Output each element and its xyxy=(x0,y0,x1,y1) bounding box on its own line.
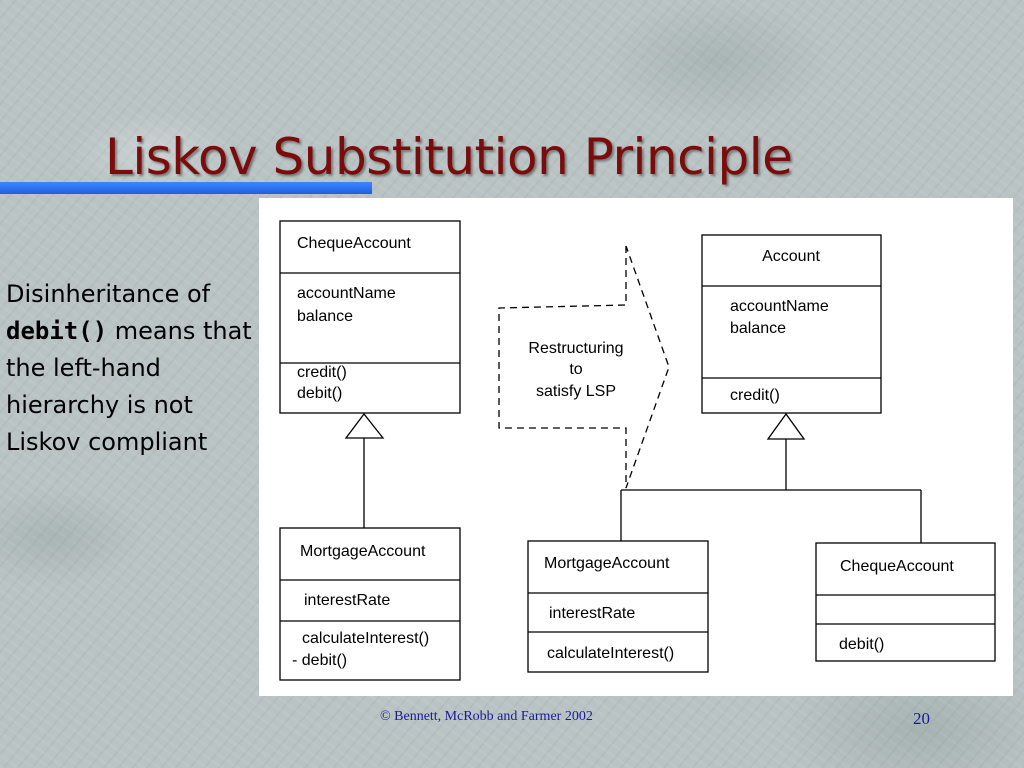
uml-diagram: ChequeAccount accountName balance credit… xyxy=(279,220,996,681)
right-parent-op-1: credit() xyxy=(730,387,780,404)
right-child2-class-box xyxy=(815,542,996,662)
right-child2-name: ChequeAccount xyxy=(840,558,954,575)
side-text-code: debit() xyxy=(6,317,108,345)
left-parent-op-2: debit() xyxy=(297,385,342,402)
diagram-panel xyxy=(259,198,1013,696)
left-parent-attr-2: balance xyxy=(297,308,353,325)
left-child-op-2: - debit() xyxy=(292,652,347,669)
left-generalization-triangle xyxy=(344,412,385,439)
arrow-label-line-2: to xyxy=(569,361,582,378)
right-child1-attr-1: interestRate xyxy=(549,605,635,622)
right-child1-class-box xyxy=(527,540,709,673)
right-child2-op-1: debit() xyxy=(839,636,884,653)
right-generalization-triangle xyxy=(766,412,806,440)
arrow-label-line-1: Restructuring xyxy=(528,340,623,357)
left-child-class-box xyxy=(279,527,461,681)
side-text-line1: Disinheritance of xyxy=(6,280,211,308)
arrow-label-line-3: satisfy LSP xyxy=(536,383,616,400)
left-parent-name: ChequeAccount xyxy=(297,235,411,252)
left-parent-attr-1: accountName xyxy=(297,285,396,302)
title-underline-bar xyxy=(0,182,372,194)
right-child1-name: MortgageAccount xyxy=(544,555,670,572)
restructuring-arrow xyxy=(498,245,670,489)
right-parent-attr-1: accountName xyxy=(730,298,829,315)
slide-title: Liskov Substitution Principle xyxy=(105,128,793,186)
left-parent-op-1: credit() xyxy=(297,364,347,381)
left-parent-class-box xyxy=(279,220,461,414)
page-number: 20 xyxy=(913,709,930,728)
side-text-rest: means that the left-hand hierarchy is no… xyxy=(6,317,252,456)
right-parent-attr-2: balance xyxy=(730,320,786,337)
left-child-op-1: calculateInterest() xyxy=(302,630,429,647)
right-parent-name: Account xyxy=(762,248,820,265)
side-explanation: Disinheritance of debit() means that the… xyxy=(6,276,256,461)
copyright-footer: © Bennett, McRobb and Farmer 2002 xyxy=(380,709,593,724)
right-parent-class-box xyxy=(701,234,882,414)
left-child-name: MortgageAccount xyxy=(300,543,426,560)
left-child-attr-1: interestRate xyxy=(304,592,390,609)
right-child1-op-1: calculateInterest() xyxy=(547,645,674,662)
